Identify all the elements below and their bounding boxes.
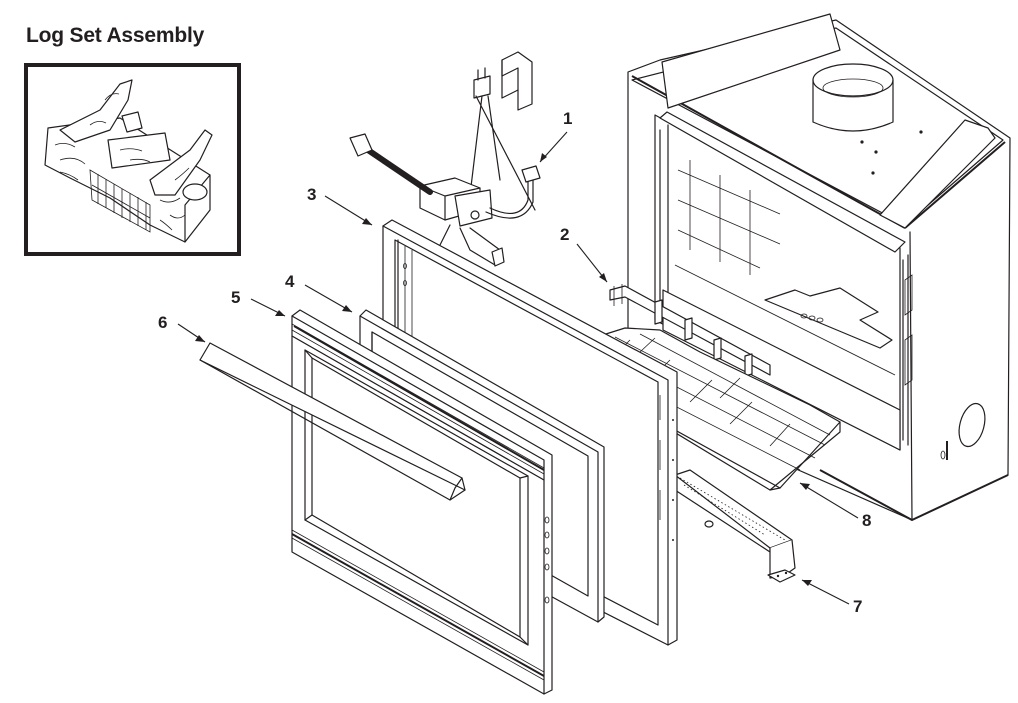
- callout-7: 7: [801, 579, 862, 616]
- log-set-assembly-title: Log Set Assembly: [26, 24, 205, 47]
- top-hood-trim: [199, 342, 466, 501]
- callout-1: 1: [539, 109, 572, 163]
- callout-label-7: 7: [853, 597, 862, 616]
- callout-label-8: 8: [862, 511, 871, 530]
- callout-label-6: 6: [158, 313, 167, 332]
- burner-tray: [674, 469, 796, 583]
- log-set-inset: [24, 63, 241, 256]
- callout-5: 5: [231, 288, 286, 317]
- callout-label-4: 4: [285, 272, 295, 291]
- callout-label-2: 2: [560, 225, 569, 244]
- callout-2: 2: [560, 225, 608, 283]
- callout-6: 6: [158, 313, 206, 343]
- gas-valve-assembly: [349, 51, 541, 267]
- callout-3: 3: [307, 185, 373, 226]
- log-set-illustration: [44, 79, 213, 243]
- callout-label-5: 5: [231, 288, 240, 307]
- callout-4: 4: [285, 272, 353, 313]
- outer-surround-panel: [291, 309, 553, 695]
- callout-label-3: 3: [307, 185, 316, 204]
- burner-support-rail: [609, 284, 771, 377]
- callout-8: 8: [799, 482, 871, 530]
- callout-label-1: 1: [563, 109, 572, 128]
